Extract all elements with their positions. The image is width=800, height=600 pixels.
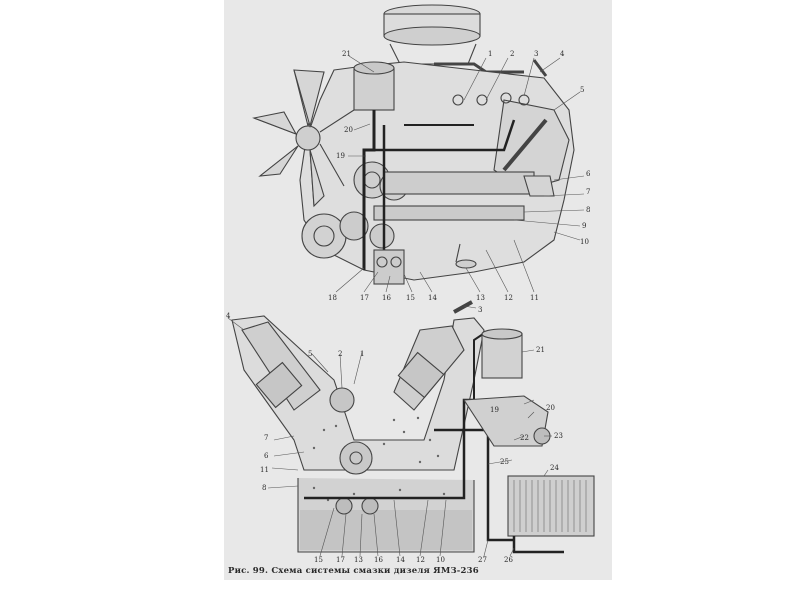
label-8: 8	[262, 484, 266, 492]
label-19: 19	[336, 152, 345, 160]
label-10: 10	[580, 238, 589, 246]
label-17: 17	[336, 556, 345, 564]
label-23: 23	[554, 432, 563, 440]
label-15: 15	[314, 556, 323, 564]
label-12: 12	[504, 294, 513, 302]
label-9: 9	[582, 222, 586, 230]
label-13: 13	[476, 294, 485, 302]
label-7: 7	[264, 434, 268, 442]
label-14: 14	[396, 556, 405, 564]
label-24: 24	[550, 464, 559, 472]
label-19: 19	[490, 406, 499, 414]
label-26: 26	[504, 556, 513, 564]
label-2: 2	[338, 350, 342, 358]
label-10: 10	[436, 556, 445, 564]
label-11: 11	[530, 294, 539, 302]
label-16: 16	[382, 294, 391, 302]
label-2: 2	[510, 50, 514, 58]
top-view-labels: 21 1 2 3 4 5 20 19 6 7 8 9 10 18 17 16 1…	[328, 50, 591, 302]
rocker-arms-drawing	[452, 92, 530, 106]
label-3: 3	[478, 306, 482, 314]
document-page: 21 1 2 3 4 5 20 19 6 7 8 9 10 18 17 16 1…	[224, 0, 612, 580]
lubrication-system-diagram: 21 1 2 3 4 5 20 19 6 7 8 9 10 18 17 16 1…	[226, 4, 595, 564]
fan-drawing	[252, 69, 355, 208]
label-8: 8	[586, 206, 590, 214]
label-16: 16	[374, 556, 383, 564]
label-20: 20	[344, 126, 353, 134]
label-21: 21	[342, 50, 351, 58]
label-17: 17	[360, 294, 369, 302]
label-12: 12	[416, 556, 425, 564]
label-6: 6	[586, 170, 591, 178]
label-1: 1	[488, 50, 492, 58]
label-7: 7	[586, 188, 590, 196]
label-4: 4	[226, 312, 231, 320]
label-15: 15	[406, 294, 415, 302]
label-18: 18	[328, 294, 337, 302]
label-5: 5	[580, 86, 584, 94]
label-13: 13	[354, 556, 363, 564]
label-22: 22	[520, 434, 529, 442]
label-5: 5	[308, 350, 312, 358]
label-21: 21	[536, 346, 545, 354]
label-14: 14	[428, 294, 437, 302]
engine-cross-section-drawing	[231, 300, 595, 554]
section-view-labels: 4 3 5 2 1 21 19 20 22 23 7 6 11 8 25 24 …	[226, 306, 563, 564]
label-20: 20	[546, 404, 555, 412]
label-25: 25	[500, 458, 509, 466]
label-3: 3	[534, 50, 538, 58]
label-11: 11	[260, 466, 269, 474]
label-1: 1	[360, 350, 364, 358]
figure-caption: Рис. 99. Схема системы смазки дизеля ЯМЗ…	[228, 566, 479, 576]
label-27: 27	[478, 556, 487, 564]
engine-perspective-drawing	[252, 4, 575, 285]
label-6: 6	[264, 452, 269, 460]
label-4: 4	[560, 50, 565, 58]
